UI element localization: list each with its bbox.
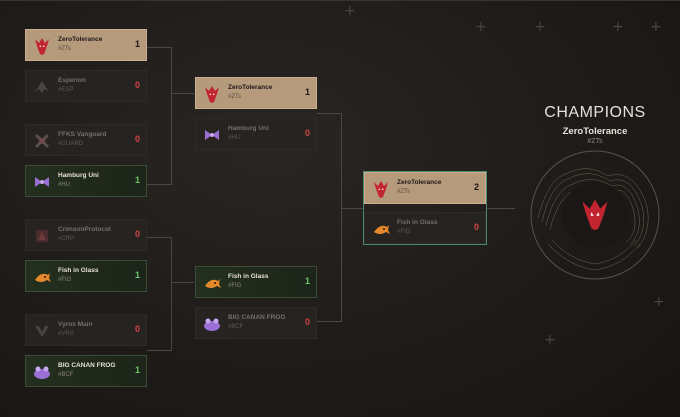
match-slot-r2-4[interactable]: BIG CANAN FROG #BCF 0 [195,307,317,339]
team-tag: #ZTs [397,189,411,195]
team-score: 1 [134,175,140,185]
team-score: 1 [134,270,140,280]
match-slot-r1-3[interactable]: FFKS Vanguard #GUARD 0 [25,124,147,156]
team-tag: #BCF [228,324,244,330]
match-slot-r1-6[interactable]: Fish in Glass #FIG 1 [25,260,147,292]
match-slot-r2-1[interactable]: ZeroTolerance #ZTs 1 [195,77,317,109]
match-slot-r1-4[interactable]: Hamburg Uni #HU 1 [25,165,147,197]
team-score: 1 [304,87,310,97]
match-slot-r2-2[interactable]: Hamburg Uni #HU 0 [195,118,317,150]
esperion-icon [35,81,49,93]
team-score: 1 [304,276,310,286]
team-score: 0 [304,317,310,327]
match-slot-r2-3[interactable]: Fish in Glass #FIG 1 [195,266,317,298]
plus-decor-icon: + [475,19,487,35]
team-score: 0 [134,324,140,334]
orange-fish-icon [35,273,51,282]
team-tag: #ZTs [228,94,242,100]
bracket-connector [487,208,515,209]
red-dragon-icon [205,86,219,103]
match-slot-final-1[interactable]: ZeroTolerance #ZTs 2 [364,172,486,204]
team-tag: #ZTs [58,46,72,52]
team-tag: #FIG [397,229,411,235]
match-slot-r1-7[interactable]: Vyrox Main #VRX 0 [25,314,147,346]
bracket-connector [341,208,363,209]
plus-decor-icon: + [612,19,624,35]
team-tag: #HU [228,135,241,141]
team-score: 1 [134,365,140,375]
champion-trophy-ring [530,150,660,280]
plus-decor-icon: + [344,3,356,19]
purple-frog-icon [204,318,220,331]
team-score: 0 [134,80,140,90]
team-tag: #CRP [58,236,75,242]
team-tag: #ESP [58,87,74,93]
plus-decor-icon: + [544,332,556,348]
team-name: BIG CANAN FROG [228,314,286,321]
champion-name: ZeroTolerance [562,126,628,137]
orange-fish-icon [205,279,221,288]
vyrox-icon [35,326,49,337]
vanguard-icon [34,133,50,149]
red-dragon-icon [35,38,49,55]
team-tag: #HU [58,182,71,188]
team-tag: #FIG [228,283,242,289]
bracket-connector [317,113,342,322]
team-score: 0 [134,134,140,144]
team-score: 0 [304,128,310,138]
plus-decor-icon: + [650,19,662,35]
team-score: 0 [473,222,479,232]
match-slot-final-2[interactable]: Fish in Glass #FIG 0 [364,212,486,244]
team-name: Esperion [58,77,86,84]
bracket-connector [171,282,194,283]
champion-tag: #ZTs [587,138,603,145]
team-name: ZeroTolerance [58,36,103,43]
champions-title: CHAMPIONS [544,104,646,121]
match-slot-r1-2[interactable]: Esperion #ESP 0 [25,70,147,102]
match-slot-r1-5[interactable]: CrimsonProtocol #CRP 0 [25,219,147,251]
team-name: ZeroTolerance [228,84,273,91]
team-name: Fish in Glass [397,219,438,226]
plus-decor-icon: + [534,19,546,35]
team-name: Vyrox Main [58,321,93,328]
team-name: FFKS Vanguard [58,131,107,138]
final-match-frame [363,171,487,245]
bracket-connector [171,93,194,94]
team-name: Hamburg Uni [228,125,269,132]
team-score: 2 [473,182,479,192]
bracket-connector [147,47,172,185]
match-slot-r1-8[interactable]: BIG CANAN FROG #BCF 1 [25,355,147,387]
purple-bow-icon [35,177,49,187]
team-tag: #FIG [58,277,72,283]
team-name: CrimsonProtocol [58,226,111,233]
team-tag: #BCF [58,372,74,378]
top-divider [0,0,680,1]
match-slot-r1-1[interactable]: ZeroTolerance #ZTs 1 [25,29,147,61]
team-tag: #GUARD [58,141,84,147]
plus-decor-icon: + [653,294,665,310]
bracket-connector [147,237,172,351]
red-dragon-icon [374,181,388,198]
team-tag: #VRX [58,331,74,337]
purple-frog-icon [34,366,50,379]
crimson-icon [36,230,48,242]
team-score: 0 [134,229,140,239]
team-name: Fish in Glass [58,267,99,274]
team-name: ZeroTolerance [397,179,442,186]
team-name: Fish in Glass [228,273,269,280]
purple-bow-icon [205,130,219,140]
team-score: 1 [134,39,140,49]
team-name: BIG CANAN FROG [58,362,116,369]
orange-fish-icon [374,225,390,234]
team-name: Hamburg Uni [58,172,99,179]
